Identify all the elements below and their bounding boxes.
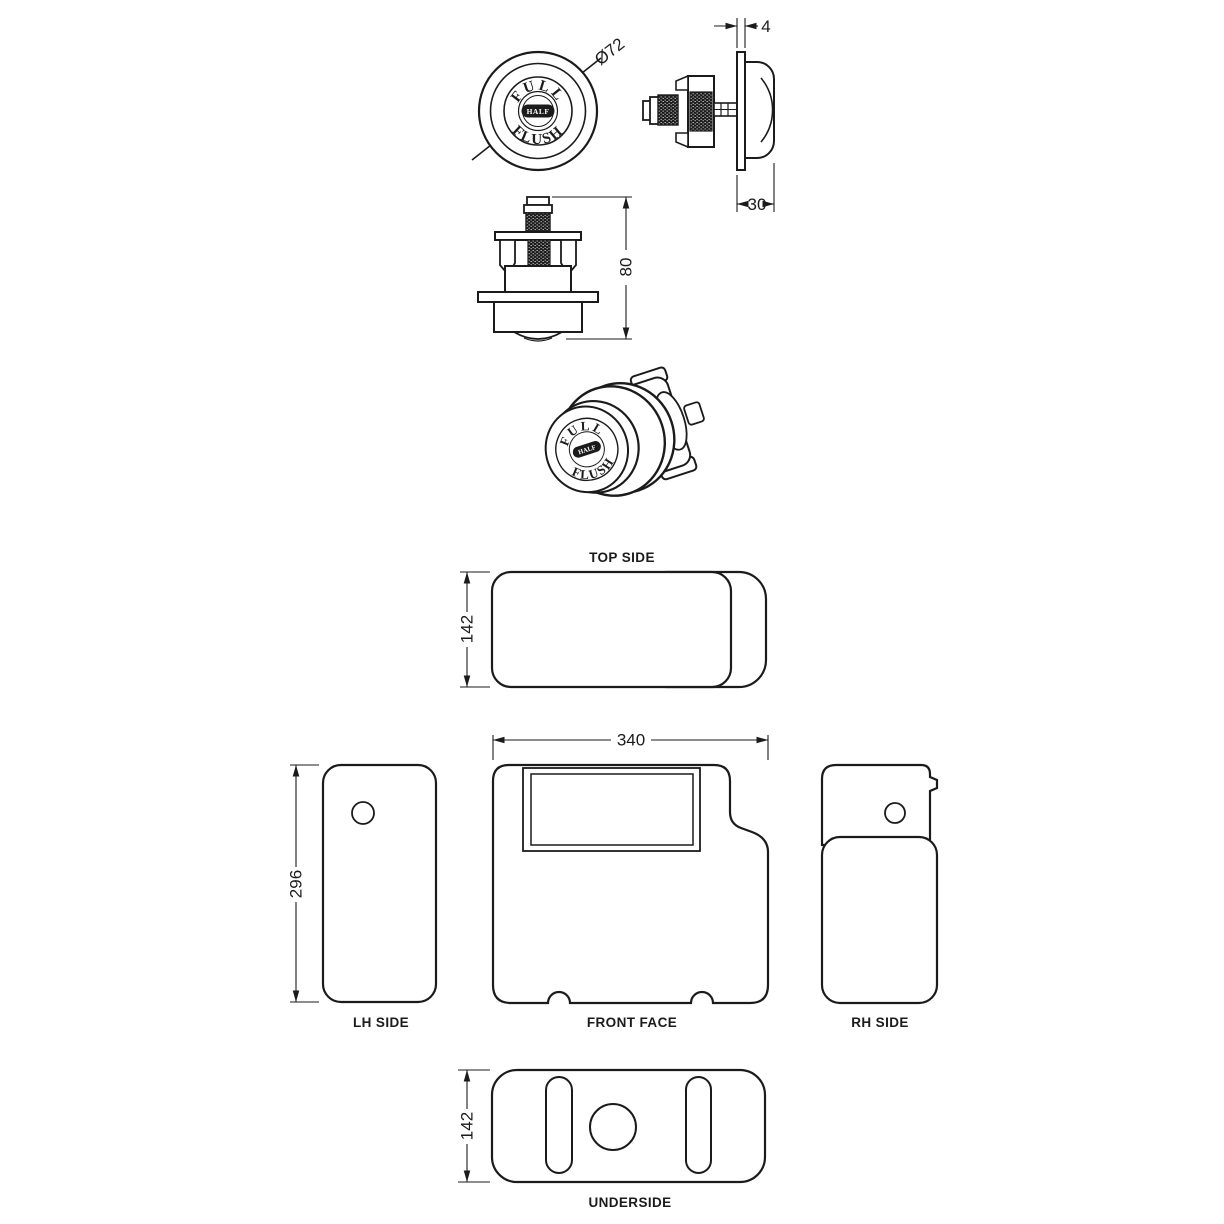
button-dome-arc	[760, 77, 774, 143]
front-width-dimension: 340	[617, 731, 645, 750]
rh-lower-outline	[820, 835, 939, 1005]
cistern-lh-view: 296 LH SIDE	[287, 763, 438, 1030]
half-label-pill	[521, 104, 555, 118]
button-inner-ring	[503, 76, 573, 146]
rh-side-hole	[884, 802, 906, 824]
button-face-view: HALF FULL FLUSH Ø72	[471, 34, 628, 172]
diameter-dimension: Ø72	[591, 34, 628, 69]
projection-dimension: 30	[748, 195, 767, 214]
top-side-label: TOP SIDE	[589, 550, 655, 565]
threaded-shaft	[657, 94, 679, 126]
face-inner-ring	[555, 417, 619, 482]
half-label: HALF	[527, 107, 550, 116]
cistern-front-view: 340 FRONT FACE	[491, 731, 770, 1030]
button-bezel-ring	[489, 62, 587, 160]
lh-side-label: LH SIDE	[353, 1015, 409, 1030]
threaded-neck	[525, 212, 551, 233]
knurled-body	[689, 91, 713, 132]
fixing-slot-left	[545, 1076, 573, 1174]
outlet-hole	[589, 1103, 637, 1151]
collar-plate	[494, 231, 582, 241]
knob-top	[526, 196, 550, 206]
knurled-column	[527, 239, 551, 267]
half-label-pill	[572, 441, 601, 458]
height-dimension: 80	[617, 258, 636, 277]
under-depth-dimension: 142	[458, 1112, 477, 1140]
wall-plate	[736, 51, 746, 171]
top-depth-dimension: 142	[458, 615, 477, 643]
lh-height-dimension: 296	[287, 870, 306, 898]
underside-outline	[490, 1068, 767, 1184]
rh-side-label: RH SIDE	[851, 1015, 909, 1030]
button-upright-view: 80	[477, 196, 636, 342]
button-side-view: 4 30	[642, 17, 775, 214]
fixing-slot-right	[685, 1076, 712, 1174]
cylinder-body	[504, 265, 572, 293]
half-button-ring-outer	[517, 90, 559, 132]
knob-base	[523, 204, 553, 214]
lh-side-hole	[351, 801, 375, 825]
access-window-inner	[530, 773, 694, 846]
cistern-rh-view: RH SIDE	[820, 763, 939, 1030]
rh-upper-outline	[820, 763, 939, 847]
bottom-clip-tip	[675, 132, 689, 149]
dome-inner-arc	[523, 337, 553, 342]
button-3d-view: HALF FULL FLUSH	[544, 366, 705, 497]
underside-label: UNDERSIDE	[588, 1195, 671, 1210]
rear-knob	[683, 401, 705, 426]
half-ring	[568, 431, 605, 468]
flange-plate	[477, 291, 599, 303]
lower-body	[493, 301, 583, 333]
lh-side-outline	[321, 763, 438, 1004]
cistern-top-view: TOP SIDE 142	[458, 550, 768, 689]
button-body	[744, 61, 775, 159]
plate-thickness-dimension: 4	[761, 17, 770, 36]
front-face-label: FRONT FACE	[587, 1015, 677, 1030]
cistern-body-plan	[490, 570, 733, 689]
cistern-under-view: 142 UNDERSIDE	[458, 1068, 767, 1210]
top-clip-tip	[675, 74, 689, 91]
dome-bottom-arc	[513, 331, 563, 340]
